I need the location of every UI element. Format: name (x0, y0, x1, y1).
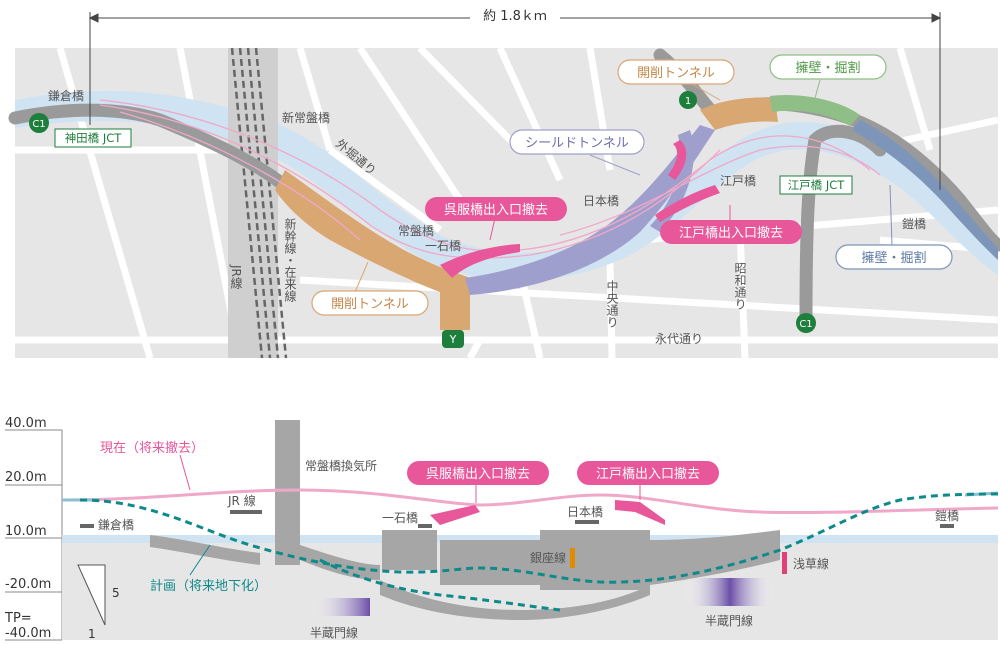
plan-view: 約 1.8ｋｍ 鎌倉橋 新常盤橋 外堀通り 常盤橋 一石橋 日本橋 江戸橋 鎧橋… (8, 6, 1000, 360)
label-edobashi: 江戸橋 (720, 174, 756, 188)
elevation-minus40: -40.0m (5, 626, 51, 641)
retaining-wall-north (770, 94, 860, 126)
svg-text:擁壁・掘割: 擁壁・掘割 (861, 250, 926, 266)
label-chuo-dori: 中央通り (605, 279, 619, 328)
tick-jr-line (230, 510, 262, 514)
scale-triangle: 5 1 (77, 564, 120, 641)
retaining-wall-south (852, 120, 998, 260)
label-jr-line: JR線 (229, 264, 243, 289)
ginza-line-marker (570, 548, 575, 568)
open-cut-tunnel-east (700, 97, 778, 130)
planned-legend: 計画（将来地下化） (150, 544, 267, 594)
label-kamakurabashi: 鎌倉橋 (48, 88, 84, 103)
hanzomon-west-marker (310, 598, 370, 616)
callout-retaining-wall-north: 擁壁・掘割 (769, 54, 887, 99)
label-ichikokubashi: 一石橋 (425, 239, 461, 253)
tick-yoroibashi (940, 524, 954, 528)
tick-nihonbashi (575, 520, 599, 524)
route-marker-c1-south: C1 (796, 313, 816, 333)
route-marker-1: 1 (679, 91, 697, 109)
existing-structures (150, 530, 780, 620)
label-eitai-dori: 永代通り (655, 332, 703, 346)
planned-label: 計画（将来地下化） (150, 578, 267, 594)
railway (228, 47, 288, 359)
tick-ichikokubashi (418, 524, 432, 528)
label-showa-dori: 昭和通り (733, 262, 747, 310)
svg-text:シールドトンネル: シールドトンネル (525, 136, 629, 151)
profile-label-jr-line: JR 線 (227, 493, 256, 508)
svg-text:江戸橋 JCT: 江戸橋 JCT (788, 178, 846, 192)
profile-callout-gofukubashi: 呉服橋出入口撤去 (407, 461, 549, 503)
label-shin-tokiwabashi: 新常盤橋 (282, 110, 330, 125)
svg-text:開削トンネル: 開削トンネル (331, 297, 409, 312)
hanzomon-east-marker (685, 578, 775, 606)
asakusa-line-marker (782, 552, 787, 574)
profile-edobashi-ramp (615, 500, 665, 525)
river-section (62, 535, 998, 543)
elevation-tp: TP= (4, 611, 32, 626)
profile-view: 40.0m 20.0m 10.0m -20.0m TP= -40.0m 5 1 … (4, 416, 999, 641)
route-marker-c1-west: C1 (29, 113, 49, 133)
dimension-label: 約 1.8ｋｍ (483, 9, 547, 24)
elevation-40: 40.0m (5, 416, 47, 431)
profile-label-yoroibashi: 鎧橋 (935, 508, 959, 523)
profile-gofukubashi-ramp (430, 505, 480, 525)
svg-text:江戸橋出入口撤去: 江戸橋出入口撤去 (596, 466, 700, 482)
edobashi-ramp-2 (668, 140, 687, 180)
profile-callout-edobashi: 江戸橋出入口撤去 (577, 461, 719, 500)
route-marker-y: Y (442, 330, 464, 348)
callout-edobashi-removal: 江戸橋出入口撤去 (660, 205, 802, 244)
gofukubashi-ramp (440, 244, 520, 278)
label-nihonbashi: 日本橋 (583, 194, 619, 208)
svg-text:呉服橋出入口撤去: 呉服橋出入口撤去 (444, 202, 548, 218)
elevation-10: 10.0m (5, 524, 47, 539)
planned-route (79, 492, 999, 584)
elevation-20: 20.0m (5, 470, 47, 485)
callout-retaining-wall-south: 擁壁・掘割 (835, 184, 953, 270)
callout-gofukubashi-removal: 呉服橋出入口撤去 (425, 197, 567, 241)
label-yoroibashi: 鎧橋 (902, 216, 926, 231)
callout-open-cut-west: 開削トンネル (311, 261, 429, 316)
callout-open-cut-east: 開削トンネル (617, 59, 735, 101)
svg-text:神田橋 JCT: 神田橋 JCT (65, 131, 123, 145)
label-tokiwabashi: 常盤橋 (398, 224, 434, 238)
scale-vertical: 5 (112, 586, 120, 600)
tick-kamakurabashi (80, 524, 94, 528)
profile-label-kamakurabashi: 鎌倉橋 (98, 517, 134, 532)
svg-text:C1: C1 (32, 119, 45, 130)
elevation-axis: 40.0m 20.0m 10.0m -20.0m TP= -40.0m (4, 416, 63, 641)
ventilation-label: 常盤橋換気所 (305, 458, 377, 473)
current-label: 現在（将来撤去） (100, 440, 204, 456)
current-legend: 現在（将来撤去） (100, 440, 204, 491)
callout-shield-tunnel: シールドトンネル (509, 129, 645, 176)
svg-text:Y: Y (449, 333, 457, 346)
profile-label-ichikokubashi: 一石橋 (382, 511, 418, 525)
planned-route-branch (319, 558, 561, 612)
svg-text:擁壁・掘割: 擁壁・掘割 (795, 60, 860, 76)
ventilation-tower (275, 420, 300, 565)
jct-kandabashi: 神田橋 JCT (54, 128, 132, 148)
ginza-line-label: 銀座線 (530, 550, 566, 565)
asakusa-line-label: 浅草線 (793, 556, 829, 571)
elevation-minus20: -20.0m (5, 577, 51, 592)
svg-text:呉服橋出入口撤去: 呉服橋出入口撤去 (426, 466, 530, 482)
jct-edobashi: 江戸橋 JCT (779, 175, 853, 195)
svg-text:1: 1 (685, 96, 691, 107)
label-shinkansen-line: 新幹線・在来線 (283, 217, 297, 302)
scale-horizontal: 1 (88, 627, 96, 641)
svg-text:江戸橋出入口撤去: 江戸橋出入口撤去 (679, 225, 783, 241)
svg-text:開削トンネル: 開削トンネル (637, 66, 715, 81)
current-route (61, 488, 999, 515)
edobashi-ramp (655, 185, 720, 222)
hanzomon-east-label: 半蔵門線 (705, 613, 753, 628)
profile-label-nihonbashi: 日本橋 (567, 505, 603, 519)
svg-text:C1: C1 (799, 319, 812, 330)
hanzomon-west-label: 半蔵門線 (310, 625, 358, 640)
